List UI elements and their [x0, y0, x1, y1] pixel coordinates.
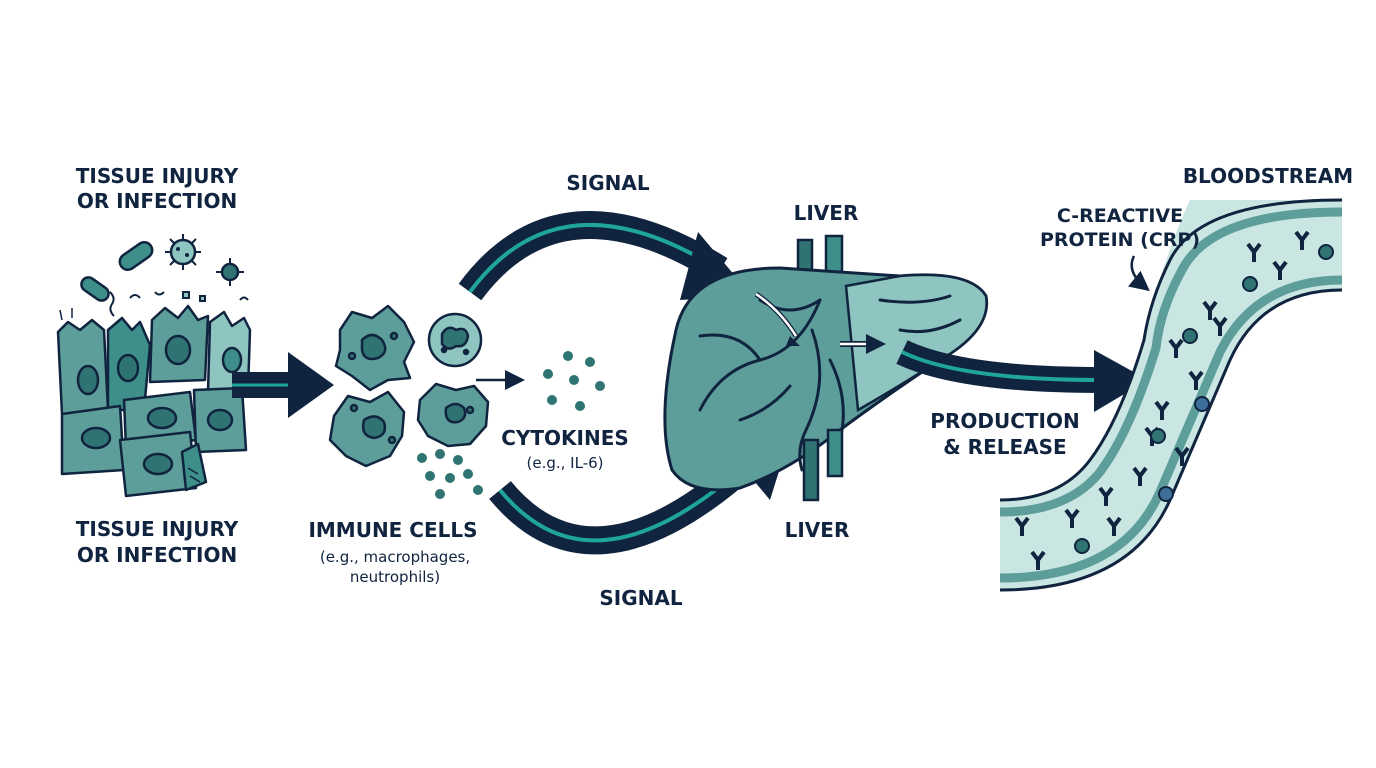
liver-label-top: LIVER [794, 201, 859, 225]
liver-inner-arrows [754, 291, 886, 354]
signal-label-bottom: SIGNAL [599, 586, 682, 610]
crp-pointer-arrow [1128, 255, 1150, 292]
production-label-line1: PRODUCTION [930, 409, 1079, 433]
cytokines-illustration [543, 351, 605, 411]
liver-vessels-bottom [802, 428, 844, 502]
damaged-tissue-cells [56, 304, 252, 498]
crp-label-line1: C-REACTIVE [1057, 205, 1183, 227]
cytokines-subtitle: (e.g., IL-6) [527, 454, 604, 472]
immune-cells-illustration [328, 304, 490, 499]
bloodstream-vessel [999, 198, 1343, 592]
immune-cells-title: IMMUNE CELLS [308, 518, 477, 542]
liver-label-bottom: LIVER [785, 518, 850, 542]
immune-cells-subtitle-line2: neutrophils) [350, 568, 440, 586]
cytokines-title: CYTOKINES [501, 426, 629, 450]
neutrophil-icon [427, 312, 483, 368]
virus-icon-small [216, 258, 244, 286]
signal-label-top: SIGNAL [566, 171, 649, 195]
crp-molecules [1014, 230, 1334, 570]
immune-cells-subtitle-line1: (e.g., macrophages, [320, 548, 470, 566]
tissue-cilia [59, 308, 201, 483]
debris [129, 291, 249, 302]
neutrophil-icon-2 [416, 382, 490, 448]
production-label-line2: & RELEASE [943, 435, 1066, 459]
tissue-label-bottom-line2: OR INFECTION [77, 543, 237, 567]
liver-illustration [663, 234, 989, 502]
tissue-label-bottom-line1: TISSUE INJURY [76, 517, 239, 541]
macrophage-icon [334, 304, 416, 392]
tissue-label-top-line2: OR INFECTION [77, 189, 237, 213]
arrow-production-release [896, 340, 1148, 412]
macrophage-icon-2 [328, 390, 406, 468]
arrow-tissue-to-immune [232, 352, 334, 418]
bacteria-icon [80, 241, 154, 317]
bloodstream-label: BLOODSTREAM [1183, 164, 1353, 188]
tissue-injury-illustration [56, 234, 252, 498]
virus-icon [165, 234, 201, 270]
liver-veins [698, 294, 962, 472]
crp-label-line2: PROTEIN (CRP) [1040, 229, 1200, 251]
liver-right-lobe [844, 273, 988, 413]
tissue-label-top-line1: TISSUE INJURY [76, 164, 239, 188]
immune-granules [417, 449, 483, 499]
